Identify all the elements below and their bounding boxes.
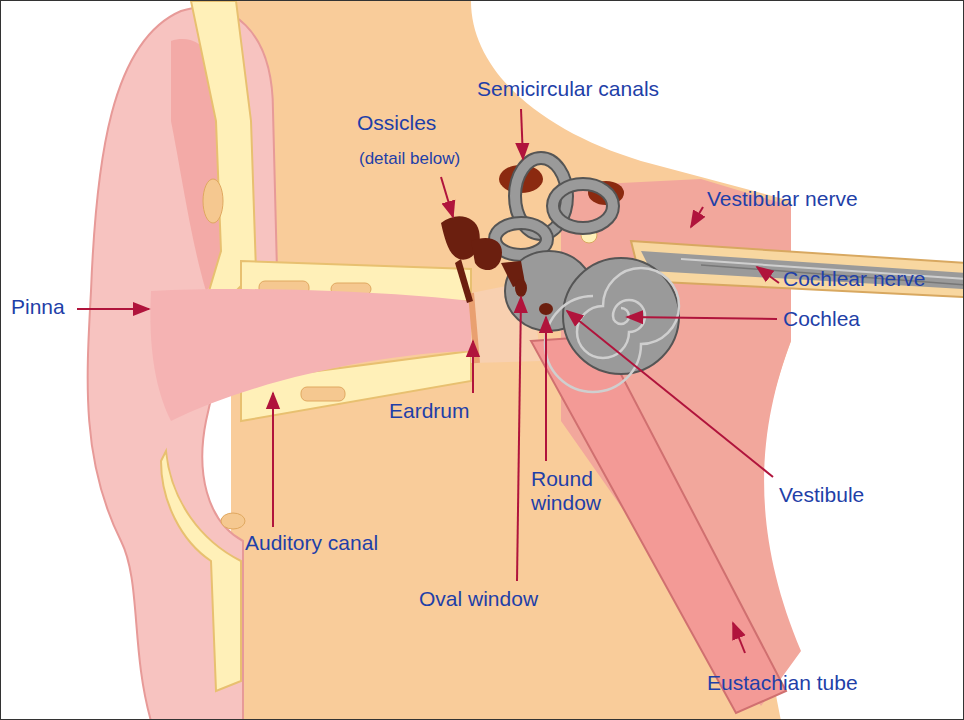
part-label: Eustachian tube [707, 671, 858, 695]
part-label: Vestibular nerve [707, 187, 858, 211]
part-label: Round window [531, 467, 617, 515]
part-label: Cochlea [783, 307, 860, 331]
part-label: Ossicles [357, 111, 436, 135]
part-label: Cochlear nerve [783, 267, 925, 291]
part-label: Vestibule [779, 483, 864, 507]
part-label: Semicircular canals [477, 77, 659, 101]
part-label: Oval window [419, 587, 538, 611]
leader-lines [77, 109, 779, 653]
part-label: Eardrum [389, 399, 470, 423]
part-label: (detail below) [359, 149, 460, 169]
part-label: Auditory canal [245, 531, 378, 555]
part-label: Pinna [11, 295, 65, 319]
